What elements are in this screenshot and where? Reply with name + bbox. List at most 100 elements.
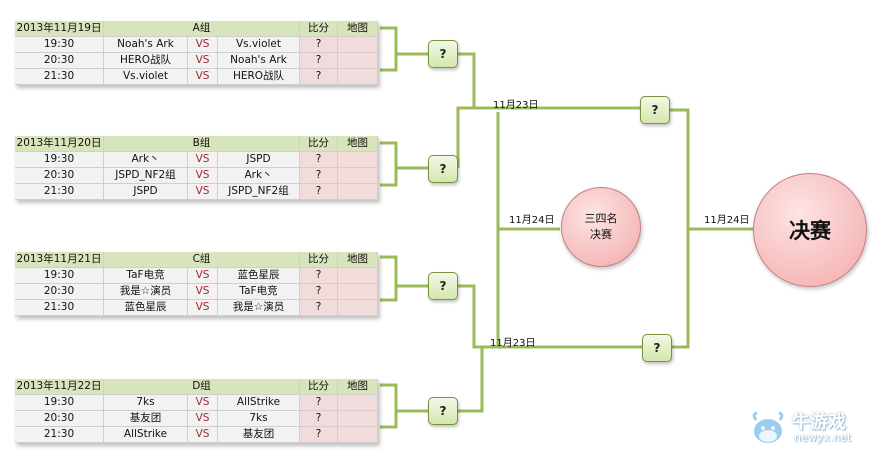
semifinal-top-date: 11月23日 bbox=[493, 100, 539, 111]
match-score: ? bbox=[300, 37, 338, 53]
match-time: 21:30 bbox=[15, 184, 104, 200]
match-map bbox=[338, 69, 378, 85]
final-label: 决赛 bbox=[789, 219, 831, 243]
group-a-map-header: 地图 bbox=[338, 21, 378, 37]
team-1: JSPD_NF2组 bbox=[104, 168, 188, 184]
third-place-label-line1: 三四名 bbox=[584, 212, 618, 225]
table-row: 19:30 TaF电竞 VS 蓝色星辰 ? bbox=[15, 268, 378, 284]
group-b-score-header: 比分 bbox=[300, 136, 338, 152]
team-2: AllStrike bbox=[218, 395, 300, 411]
vs-label: VS bbox=[188, 69, 218, 85]
team-1: 基友团 bbox=[104, 411, 188, 427]
table-row: 20:30 我是☆演员 VS TaF电竞 ? bbox=[15, 284, 378, 300]
group-d-name: D组 bbox=[104, 379, 300, 395]
vs-label: VS bbox=[188, 53, 218, 69]
match-score: ? bbox=[300, 69, 338, 85]
group-c-table: 2013年11月21日 C组 比分 地图 19:30 TaF电竞 VS 蓝色星辰… bbox=[15, 252, 378, 316]
match-map bbox=[338, 284, 378, 300]
match-time: 21:30 bbox=[15, 427, 104, 443]
group-d-score-header: 比分 bbox=[300, 379, 338, 395]
team-2: TaF电竞 bbox=[218, 284, 300, 300]
connector-b bbox=[380, 141, 428, 187]
team-1: JSPD bbox=[104, 184, 188, 200]
match-time: 19:30 bbox=[15, 152, 104, 168]
group-c-header: 2013年11月21日 C组 比分 地图 bbox=[15, 252, 378, 268]
table-row: 19:30 Noah's Ark VS Vs.violet ? bbox=[15, 37, 378, 53]
vs-label: VS bbox=[188, 268, 218, 284]
team-2: 基友团 bbox=[218, 427, 300, 443]
match-time: 20:30 bbox=[15, 168, 104, 184]
connector-a bbox=[380, 26, 428, 72]
match-time: 19:30 bbox=[15, 395, 104, 411]
final-date: 11月24日 bbox=[704, 215, 750, 226]
vs-label: VS bbox=[188, 184, 218, 200]
third-place-label-line2: 决赛 bbox=[590, 228, 612, 241]
semifinal-bottom-date: 11月23日 bbox=[490, 338, 536, 349]
team-1: AllStrike bbox=[104, 427, 188, 443]
group-b-name: B组 bbox=[104, 136, 300, 152]
match-time: 21:30 bbox=[15, 69, 104, 85]
table-row: 21:30 Vs.violet VS HERO战队 ? bbox=[15, 69, 378, 85]
match-time: 20:30 bbox=[15, 53, 104, 69]
match-score: ? bbox=[300, 395, 338, 411]
group-b-date: 2013年11月20日 bbox=[15, 136, 104, 152]
group-a-score-header: 比分 bbox=[300, 21, 338, 37]
group-a-winner-box: ? bbox=[428, 40, 458, 68]
match-time: 20:30 bbox=[15, 284, 104, 300]
team-1: Vs.violet bbox=[104, 69, 188, 85]
team-2: 7ks bbox=[218, 411, 300, 427]
table-row: 19:30 Ark丶 VS JSPD ? bbox=[15, 152, 378, 168]
match-time: 20:30 bbox=[15, 411, 104, 427]
match-map bbox=[338, 168, 378, 184]
match-score: ? bbox=[300, 53, 338, 69]
match-score: ? bbox=[300, 300, 338, 316]
match-time: 21:30 bbox=[15, 300, 104, 316]
group-d-winner-box: ? bbox=[428, 397, 458, 425]
group-b-header: 2013年11月20日 B组 比分 地图 bbox=[15, 136, 378, 152]
match-score: ? bbox=[300, 168, 338, 184]
match-time: 19:30 bbox=[15, 268, 104, 284]
team-1: TaF电竞 bbox=[104, 268, 188, 284]
watermark: 牛游戏 newyx.net bbox=[748, 408, 870, 448]
group-d-header: 2013年11月22日 D组 比分 地图 bbox=[15, 379, 378, 395]
match-map bbox=[338, 53, 378, 69]
table-row: 21:30 AllStrike VS 基友团 ? bbox=[15, 427, 378, 443]
final-match-circle: 决赛 bbox=[753, 173, 867, 287]
match-score: ? bbox=[300, 411, 338, 427]
watermark-brand: 牛游戏 bbox=[792, 412, 846, 433]
table-row: 20:30 JSPD_NF2组 VS Ark丶 ? bbox=[15, 168, 378, 184]
team-2: JSPD bbox=[218, 152, 300, 168]
match-map bbox=[338, 427, 378, 443]
group-c-date: 2013年11月21日 bbox=[15, 252, 104, 268]
cow-logo-icon bbox=[752, 411, 784, 443]
match-map bbox=[338, 268, 378, 284]
third-place-match-circle: 三四名 决赛 bbox=[561, 187, 641, 267]
team-1: Noah's Ark bbox=[104, 37, 188, 53]
connector-final bbox=[670, 108, 753, 349]
match-score: ? bbox=[300, 152, 338, 168]
match-score: ? bbox=[300, 184, 338, 200]
match-map bbox=[338, 184, 378, 200]
group-c-map-header: 地图 bbox=[338, 252, 378, 268]
vs-label: VS bbox=[188, 300, 218, 316]
match-score: ? bbox=[300, 268, 338, 284]
match-score: ? bbox=[300, 284, 338, 300]
vs-label: VS bbox=[188, 427, 218, 443]
vs-label: VS bbox=[188, 411, 218, 427]
semifinal-top-box: ? bbox=[640, 96, 670, 124]
group-b-map-header: 地图 bbox=[338, 136, 378, 152]
connector-cd bbox=[458, 284, 642, 413]
connector-c bbox=[380, 255, 428, 302]
group-c-score-header: 比分 bbox=[300, 252, 338, 268]
team-2: 蓝色星辰 bbox=[218, 268, 300, 284]
group-d-table: 2013年11月22日 D组 比分 地图 19:30 7ks VS AllStr… bbox=[15, 379, 378, 443]
connector-third bbox=[496, 112, 560, 347]
vs-label: VS bbox=[188, 395, 218, 411]
group-c-name: C组 bbox=[104, 252, 300, 268]
match-map bbox=[338, 395, 378, 411]
team-2: 我是☆演员 bbox=[218, 300, 300, 316]
team-1: 7ks bbox=[104, 395, 188, 411]
table-row: 20:30 基友团 VS 7ks ? bbox=[15, 411, 378, 427]
group-a-date: 2013年11月19日 bbox=[15, 21, 104, 37]
